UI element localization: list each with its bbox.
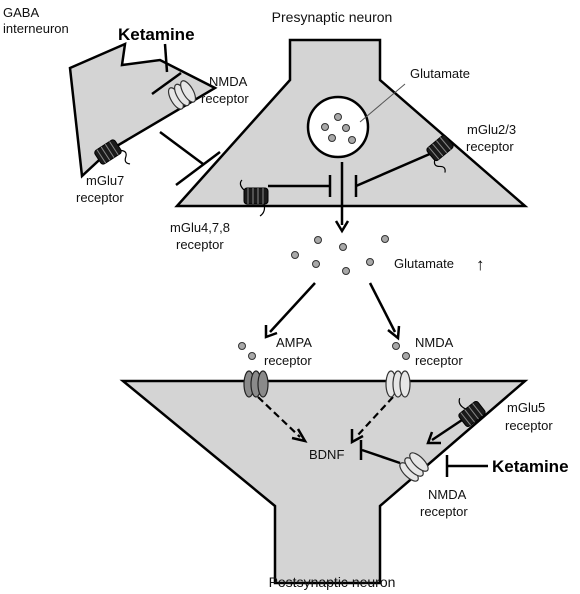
- mglu23-inhibit-line: [355, 151, 433, 188]
- mglu5-receptor-icon: [458, 398, 486, 427]
- gaba-interneuron-cell: [68, 41, 218, 179]
- ampa-label-2: receptor: [264, 353, 312, 368]
- nmda-post-label-2: receptor: [415, 353, 463, 368]
- ketamine-gaba-bar: [151, 71, 182, 96]
- gaba-inhibit-line: [159, 130, 204, 166]
- mglu478-label-1: mGlu4,7,8: [170, 220, 230, 235]
- ketamine-right-label: Ketamine: [492, 457, 569, 476]
- gaba-interneuron-label-1: GABA: [3, 5, 39, 20]
- ampa-label-1: AMPA: [276, 335, 312, 350]
- nmda-lower-receptor-icon: [399, 452, 429, 482]
- ampa-to-bdnf-dash: [257, 396, 301, 438]
- mglu23-receptor-icon: [426, 134, 454, 173]
- arrow-to-nmda-head: [387, 325, 401, 341]
- cleft-glutamate-dots: [238, 235, 410, 360]
- glutamate-up-arrow: ↑: [476, 255, 485, 274]
- nmda-to-bdnf-dash: [356, 396, 394, 437]
- ketamine-gaba-line: [163, 43, 169, 73]
- glutamate-vesicle-label: Glutamate: [410, 66, 470, 81]
- nmda-to-bdnf-head: [350, 429, 364, 445]
- nmda-post-label-1: NMDA: [415, 335, 454, 350]
- gaba-nmda-receptor-icon: [167, 80, 197, 110]
- mglu7-label-1: mGlu7: [86, 173, 124, 188]
- vesicle-glutamate-dots: [321, 113, 356, 144]
- glutamate-pointer-line: [359, 83, 406, 123]
- nmda-lower-label-2: receptor: [420, 504, 468, 519]
- mglu5-label-1: mGlu5: [507, 400, 545, 415]
- mglu7-receptor-icon: [94, 139, 131, 165]
- nmda-post-receptor-icon: [385, 370, 411, 398]
- bdnf-label: BDNF: [309, 447, 344, 462]
- ampa-to-bdnf-head: [291, 428, 308, 443]
- glutamate-cleft-label: Glutamate: [394, 256, 454, 271]
- postsynaptic-neuron-label: Postsynaptic neuron: [269, 574, 396, 590]
- synaptic-vesicle: [306, 95, 370, 159]
- mglu5-to-nmda-head: [426, 431, 441, 445]
- mglu478-receptor-icon: [239, 179, 269, 217]
- gaba-interneuron-label-2: interneuron: [3, 21, 69, 36]
- gaba-inhibit-bar: [175, 151, 221, 186]
- postsynaptic-neuron-cell: [119, 379, 529, 585]
- mglu23-label-1: mGlu2/3: [467, 122, 516, 137]
- arrow-to-nmda: [368, 282, 397, 333]
- presynaptic-neuron-label: Presynaptic neuron: [272, 9, 393, 25]
- mglu5-to-nmda-arrow: [431, 418, 463, 442]
- nmda-gaba-label-2: receptor: [201, 91, 249, 106]
- mglu5-label-2: receptor: [505, 418, 553, 433]
- mglu7-label-2: receptor: [76, 190, 124, 205]
- nmda-lower-label-1: NMDA: [428, 487, 467, 502]
- arrow-to-ampa: [269, 282, 316, 333]
- release-arrowhead: [334, 220, 350, 234]
- ketamine-top-label: Ketamine: [118, 25, 195, 44]
- arrow-to-ampa-head: [264, 325, 278, 339]
- nmda-inhibit-bdnf-line: [361, 448, 401, 465]
- nmda-gaba-label-1: NMDA: [209, 74, 248, 89]
- ampa-receptor-icon: [243, 370, 269, 398]
- mglu23-label-2: receptor: [466, 139, 514, 154]
- mglu478-label-2: receptor: [176, 237, 224, 252]
